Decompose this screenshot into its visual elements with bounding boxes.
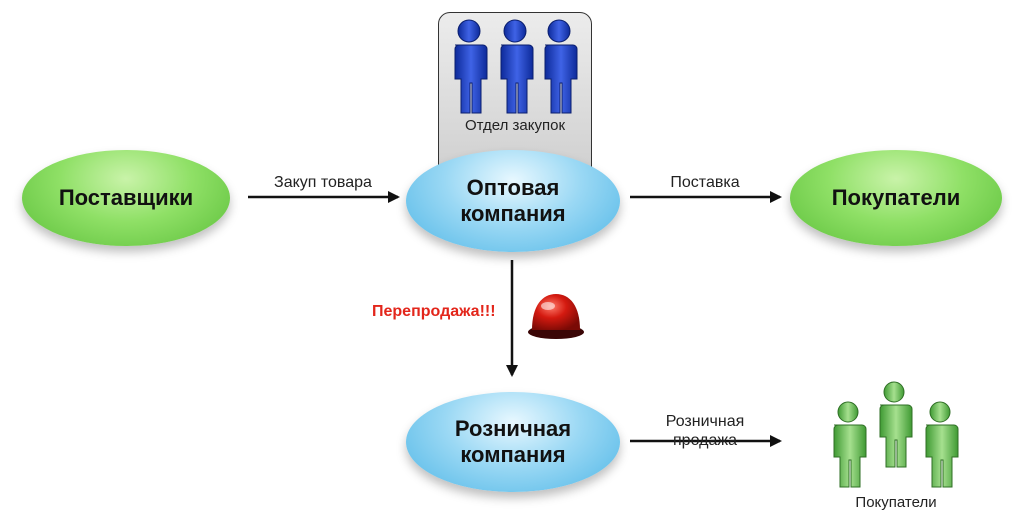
people-blue-icon bbox=[454, 19, 578, 114]
node-suppliers: Поставщики bbox=[22, 150, 230, 246]
edge-label-delivery: Поставка bbox=[670, 174, 740, 191]
purchasing-department-label: Отдел закупок bbox=[464, 117, 566, 134]
people-green-icon bbox=[833, 381, 959, 488]
alarm-beacon-icon bbox=[528, 294, 584, 339]
edge-label-purchase: Закуп товара bbox=[274, 174, 372, 191]
purchasing-department-box: Отдел закупок bbox=[438, 12, 592, 179]
resale-warning-label: Перепродажа!!! bbox=[372, 303, 496, 320]
node-buyers: Покупатели bbox=[790, 150, 1002, 246]
buyers-bottom-label: Покупатели bbox=[855, 494, 937, 511]
node-retail-company: Розничная компания bbox=[406, 392, 620, 492]
edge-label-retail-sale: Розничная продажа bbox=[665, 413, 745, 450]
node-wholesale-company: Оптовая компания bbox=[406, 150, 620, 252]
